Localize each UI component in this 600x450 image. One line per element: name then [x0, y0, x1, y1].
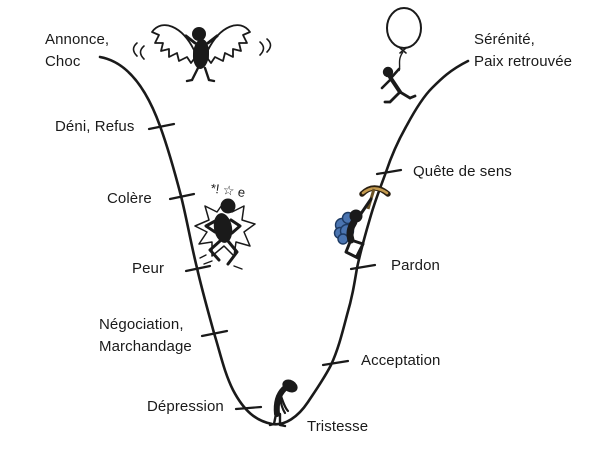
label-acceptation: Acceptation	[361, 352, 441, 369]
label-pardon: Pardon	[391, 257, 440, 274]
label-tristesse: Tristesse	[307, 418, 369, 435]
label-serenite: Sérénité, Paix retrouvée	[474, 31, 573, 70]
tick-quete	[375, 168, 403, 176]
label-deni-refus: Déni, Refus	[55, 118, 135, 135]
sad-figure	[268, 379, 298, 428]
shock-bat-figure	[132, 24, 272, 83]
tick-pardon	[349, 263, 377, 271]
grief-curve	[98, 55, 470, 426]
label-quete-de-sens: Quête de sens	[413, 163, 512, 180]
label-annonce-choc: Annonce, Choc	[45, 31, 110, 70]
tick-colere	[168, 192, 196, 201]
anger-figure: *! ☆ e	[194, 180, 256, 270]
tick-peur	[184, 264, 212, 273]
label-peur: Peur	[132, 260, 165, 277]
anger-symbols-text: *! ☆ e	[210, 180, 247, 200]
stage-ticks	[147, 122, 403, 411]
balloon-figure	[380, 7, 422, 104]
tick-acceptation	[321, 359, 350, 367]
label-colere: Colère	[107, 190, 152, 207]
label-depression: Dépression	[147, 398, 224, 415]
tick-deni	[147, 122, 176, 131]
tick-depression	[234, 405, 263, 411]
climber-figure	[333, 185, 391, 260]
label-negociation: Négociation, Marchandage	[99, 316, 192, 355]
tick-negociation	[200, 329, 229, 338]
